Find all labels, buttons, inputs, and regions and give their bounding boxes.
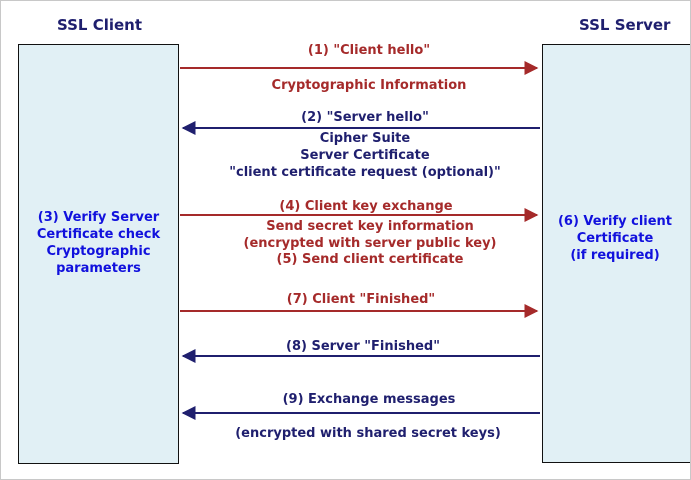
label-cipher-suite: Cipher Suite bbox=[319, 131, 411, 146]
label-client-finished: (7) Client "Finished" bbox=[286, 292, 436, 307]
client-verify-note: (3) Verify Server Certificate check Cryp… bbox=[36, 210, 161, 276]
label-server-finished: (8) Server "Finished" bbox=[286, 339, 440, 354]
label-cryptographic-information: Cryptographic Information bbox=[271, 78, 467, 93]
label-client-hello: (1) "Client hello" bbox=[307, 43, 431, 58]
label-server-certificate: Server Certificate bbox=[300, 148, 430, 163]
label-client-cert-request: "client certificate request (optional)" bbox=[229, 165, 501, 180]
label-server-hello: (2) "Server hello" bbox=[301, 110, 429, 125]
label-send-client-certificate: (5) Send client certificate bbox=[276, 252, 464, 267]
server-title: SSL Server bbox=[579, 16, 671, 34]
client-lifeline-box: (3) Verify Server Certificate check Cryp… bbox=[18, 44, 179, 464]
label-encrypted-server-key: (encrypted with server public key) bbox=[243, 236, 497, 251]
label-client-key-exchange: (4) Client key exchange bbox=[279, 199, 453, 214]
label-send-secret-key: Send secret key information bbox=[266, 219, 474, 234]
label-encrypted-shared-keys: (encrypted with shared secret keys) bbox=[235, 426, 501, 441]
client-title: SSL Client bbox=[57, 16, 143, 34]
server-verify-note: (6) Verify client Certificate (if requir… bbox=[557, 214, 673, 263]
server-lifeline-box: (6) Verify client Certificate (if requir… bbox=[542, 44, 690, 463]
label-exchange-messages: (9) Exchange messages bbox=[282, 392, 456, 407]
